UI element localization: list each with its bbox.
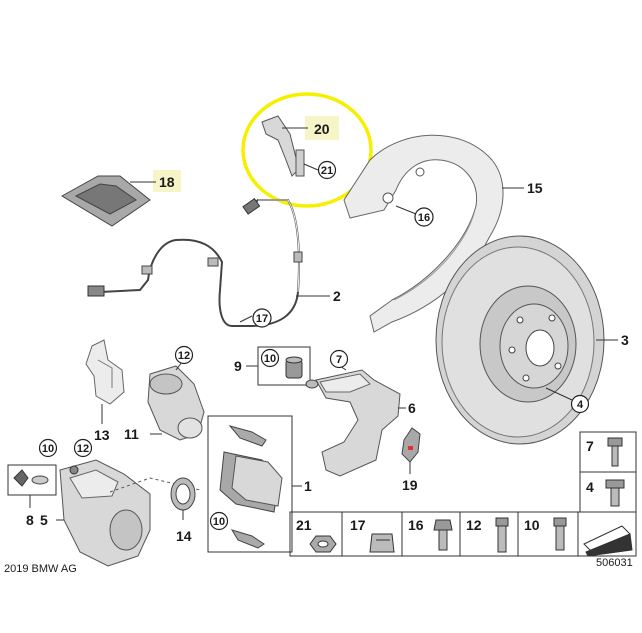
callout-18[interactable]: 18 — [159, 174, 175, 190]
callout-10-pads[interactable]: 10 — [213, 516, 225, 528]
part-11-actuator[interactable] — [147, 365, 205, 441]
callout-7-carrier[interactable]: 7 — [336, 354, 342, 366]
legend-item-21[interactable]: 21 — [296, 517, 312, 533]
clip-17-icon — [369, 533, 395, 553]
callout-circle-12-motor — [174, 345, 194, 365]
label-bg-20 — [305, 116, 339, 140]
callout-circle-4-disc — [570, 394, 590, 414]
callout-21-top[interactable]: 21 — [321, 165, 333, 177]
diagram-number: 506031 — [596, 557, 633, 569]
part-15-dust-shield[interactable] — [343, 134, 504, 333]
part-9-bushing[interactable] — [285, 356, 303, 379]
callout-16-shield[interactable]: 16 — [418, 212, 430, 224]
callout-circle-21-top — [317, 160, 337, 180]
part-20-bracket[interactable] — [261, 115, 305, 177]
callout-14[interactable]: 14 — [176, 528, 192, 544]
part-6-caliper-carrier[interactable] — [305, 369, 401, 477]
callout-circle-17-wire — [252, 308, 272, 328]
highlight-ring — [241, 92, 373, 208]
callout-circle-16-shield — [414, 207, 434, 227]
part-18-cover[interactable] — [61, 175, 151, 227]
part-3-brake-disc[interactable] — [435, 235, 605, 445]
callout-13[interactable]: 13 — [94, 427, 110, 443]
legend-side: 7 4 — [579, 431, 637, 513]
callout-circle-7-carrier — [329, 349, 349, 369]
legend-side-4[interactable]: 4 — [586, 479, 594, 495]
callout-6[interactable]: 6 — [408, 400, 416, 416]
part-1-brake-pads[interactable] — [219, 425, 283, 549]
legend-item-17[interactable]: 17 — [350, 517, 366, 533]
part-14-seal[interactable] — [170, 477, 196, 511]
callout-10-box[interactable]: 10 — [264, 353, 276, 365]
callout-circle-10-pads — [209, 511, 229, 531]
part-19-bracket[interactable] — [401, 427, 421, 463]
callout-15[interactable]: 15 — [527, 180, 543, 196]
callout-4-disc[interactable]: 4 — [577, 399, 584, 411]
legend-item-16[interactable]: 16 — [408, 517, 424, 533]
callout-circle-10-caliper — [38, 438, 58, 458]
bolt-10-icon — [553, 517, 567, 551]
callout-8[interactable]: 8 — [26, 512, 34, 528]
callout-12-motor[interactable]: 12 — [178, 350, 190, 362]
nut-21-icon — [309, 535, 337, 553]
assembly-dashed-line — [109, 477, 201, 493]
callout-2[interactable]: 2 — [333, 288, 341, 304]
callout-10-caliper[interactable]: 10 — [42, 443, 54, 455]
callout-9[interactable]: 9 — [234, 358, 242, 374]
legend-side-7[interactable]: 7 — [586, 438, 594, 454]
callout-12-caliper[interactable]: 12 — [77, 443, 89, 455]
legend-row: 21 17 16 12 10 — [289, 511, 637, 557]
bolt-12-icon — [495, 517, 509, 553]
callout-5[interactable]: 5 — [40, 512, 48, 528]
callout-circle-12-caliper — [73, 438, 93, 458]
direction-arrow-icon — [583, 525, 633, 557]
bolt-4-icon — [605, 479, 625, 507]
callout-20[interactable]: 20 — [314, 121, 330, 137]
callout-17-wire[interactable]: 17 — [256, 313, 268, 325]
bolt-16-icon — [433, 519, 453, 551]
part-8-clip[interactable] — [13, 469, 49, 487]
legend-item-10[interactable]: 10 — [524, 517, 540, 533]
callout-3[interactable]: 3 — [621, 332, 629, 348]
part-1-group — [207, 415, 293, 553]
callout-1[interactable]: 1 — [304, 478, 312, 494]
part-2-wear-sensor[interactable] — [87, 198, 303, 327]
callout-11[interactable]: 11 — [124, 426, 139, 442]
label-bg-18 — [153, 170, 181, 192]
legend-item-12[interactable]: 12 — [466, 517, 482, 533]
part-13-holder[interactable] — [85, 339, 125, 405]
callout-19[interactable]: 19 — [402, 477, 418, 493]
part-5-caliper[interactable] — [59, 459, 151, 567]
part-8-group — [7, 464, 57, 496]
copyright-text: 2019 BMW AG — [4, 563, 77, 575]
bolt-7-icon — [607, 437, 623, 467]
callout-circle-10-box — [260, 348, 280, 368]
